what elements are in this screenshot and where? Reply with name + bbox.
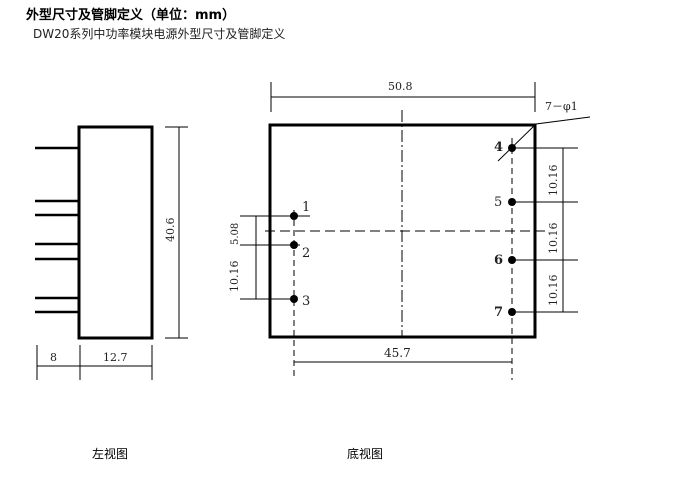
- pin-label-5: 5: [494, 195, 502, 210]
- dim-depth: 12.7: [103, 351, 128, 364]
- bottom-view-caption: 底视图: [347, 447, 384, 461]
- bottom-view: 50.8 45.7 5.08 10.16 10.16 10.16 10.16 7…: [228, 80, 591, 380]
- page-title: 外型尺寸及管脚定义（单位：mm）: [26, 8, 236, 23]
- left-view: 40.6 8 12.7: [35, 125, 188, 380]
- dim-left-pitch: 10.16: [228, 261, 241, 293]
- dim-pin-span: 45.7: [384, 346, 411, 360]
- pin-label-4: 4: [494, 140, 503, 155]
- hole-note: 7－φ1: [545, 100, 578, 113]
- left-view-caption: 左视图: [92, 447, 129, 461]
- pin-label-6: 6: [494, 253, 503, 268]
- dim-right-pitch-1: 10.16: [547, 165, 560, 197]
- pin-label-1: 1: [302, 200, 310, 215]
- dim-right-pitch-2: 10.16: [547, 223, 560, 255]
- dim-width: 50.8: [388, 80, 413, 93]
- left-view-pins: [35, 146, 79, 314]
- dim-height: 40.6: [164, 218, 177, 243]
- pin-label-2: 2: [302, 246, 310, 261]
- dim-left-pitch-small: 5.08: [230, 223, 241, 245]
- pins: [290, 144, 516, 316]
- dim-right-pitch-3: 10.16: [547, 275, 560, 307]
- pin-label-3: 3: [302, 294, 310, 309]
- subtitle: DW20系列中功率模块电源外型尺寸及管脚定义: [33, 27, 286, 41]
- dim-pin-length: 8: [50, 351, 57, 364]
- pin-label-7: 7: [494, 305, 503, 320]
